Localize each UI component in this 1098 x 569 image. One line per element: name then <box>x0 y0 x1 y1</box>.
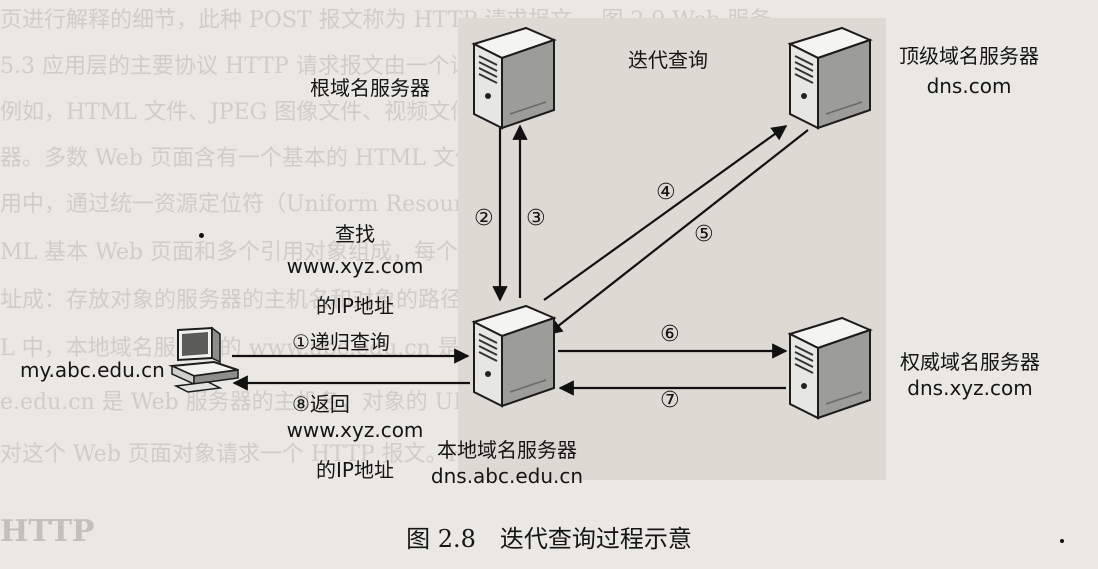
client-computer-icon <box>168 326 244 394</box>
stray-dot <box>199 233 204 238</box>
query-note-line1: 查找 <box>335 222 375 246</box>
arrow-step-5 <box>546 129 809 335</box>
step-3-label: ③ <box>526 206 546 231</box>
authoritative-server-icon <box>782 312 878 422</box>
return-note-line1: www.xyz.com <box>286 418 424 442</box>
step-7-label: ⑦ <box>660 388 680 413</box>
step-2-label: ② <box>474 206 494 231</box>
return-note-line2: 的IP地址 <box>316 458 394 482</box>
arrow-step-4 <box>543 125 788 301</box>
local-server-label: 本地域名服务器 <box>437 438 577 462</box>
query-note-line2: www.xyz.com <box>286 254 424 278</box>
query-note-line3: 的IP地址 <box>316 294 394 318</box>
local-server-domain: dns.abc.edu.cn <box>430 464 584 488</box>
top-level-server-domain: dns.com <box>926 74 1012 98</box>
root-server-label: 根域名服务器 <box>310 76 430 100</box>
top-level-server-icon <box>782 22 878 132</box>
step-5-label: ⑤ <box>694 222 714 247</box>
figure-caption: 图 2.8 迭代查询过程示意 <box>406 525 692 553</box>
authoritative-server-label: 权威域名服务器 <box>900 350 1040 374</box>
top-level-server-label: 顶级域名服务器 <box>899 44 1039 68</box>
step-4-label: ④ <box>656 180 676 205</box>
stray-dot <box>1060 539 1064 543</box>
step-1-label: ①递归查询 <box>292 330 390 354</box>
client-label: my.abc.edu.cn <box>20 358 165 382</box>
local-server-icon <box>466 300 562 410</box>
root-server-icon <box>466 22 562 132</box>
step-6-label: ⑥ <box>660 322 680 347</box>
panel-title: 迭代查询 <box>628 48 708 72</box>
background-line: HTTP <box>0 514 95 549</box>
background-line: 例如，HTML 文件、JPEG 图像文件、视频文件、Java <box>0 100 542 125</box>
authoritative-server-domain: dns.xyz.com <box>907 376 1033 400</box>
step-8-label: ⑧返回 <box>292 392 350 416</box>
